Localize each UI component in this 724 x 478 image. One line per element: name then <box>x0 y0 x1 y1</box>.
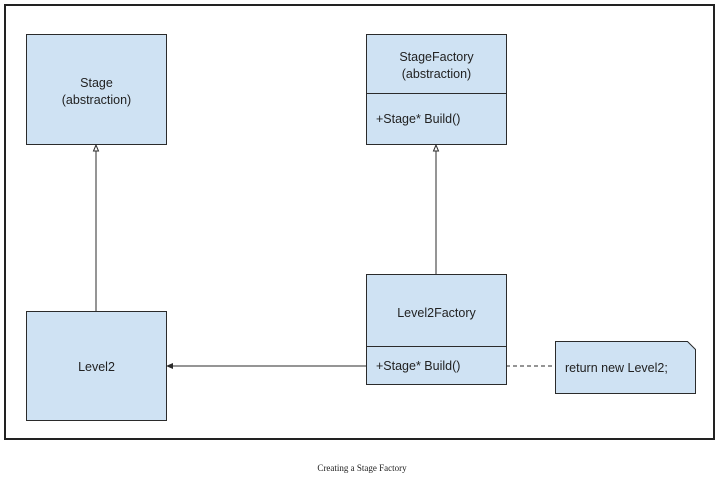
note-shape <box>555 341 696 394</box>
stage-factory-stereotype: (abstraction) <box>401 67 472 81</box>
code-note: return new Level2; <box>555 341 696 394</box>
stage-stereotype: (abstraction) <box>61 93 132 107</box>
level2-name: Level2 <box>78 360 115 374</box>
level2-box: Level2 <box>26 311 167 421</box>
figure-caption: Creating a Stage Factory <box>317 463 407 473</box>
stage-factory-name: StageFactory <box>399 50 474 64</box>
stage-factory-divider <box>367 93 506 94</box>
level2-factory-method: +Stage* Build() <box>376 359 461 373</box>
level2-factory-divider <box>367 346 506 347</box>
level2-factory-box: Level2Factory +Stage* Build() <box>366 274 507 385</box>
stage-factory-box: StageFactory (abstraction) +Stage* Build… <box>366 34 507 145</box>
stage-name: Stage <box>80 76 113 90</box>
level2-factory-name: Level2Factory <box>397 306 476 320</box>
note-text: return new Level2; <box>565 361 668 375</box>
stage-box: Stage (abstraction) <box>26 34 167 145</box>
stage-factory-method: +Stage* Build() <box>376 112 461 126</box>
